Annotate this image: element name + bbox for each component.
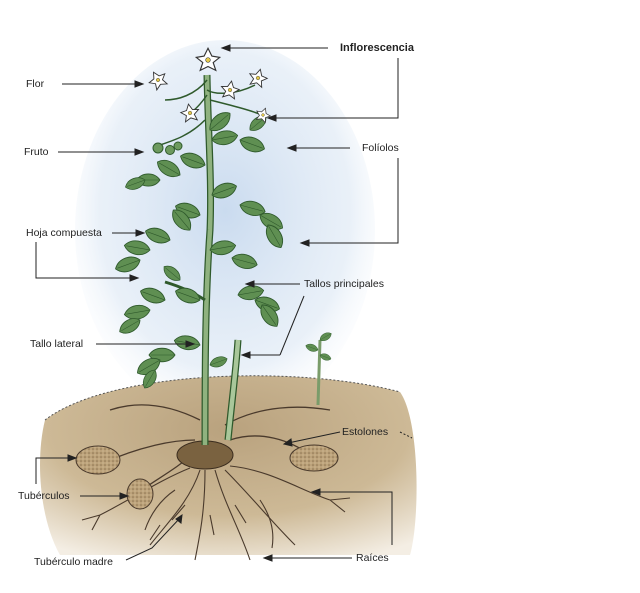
label-tallo-lateral: Tallo lateral <box>30 338 83 350</box>
tuber-left <box>76 446 120 474</box>
tuber-right <box>290 445 338 471</box>
label-tuberculo-madre: Tubérculo madre <box>34 556 113 568</box>
label-raices: Raíces <box>356 552 389 564</box>
label-fruto: Fruto <box>24 146 49 158</box>
label-inflorescencia: Inflorescencia <box>340 42 414 54</box>
label-estolones: Estolones <box>342 426 388 438</box>
label-tallos-principales: Tallos principales <box>304 278 384 290</box>
mother-tuber <box>177 441 233 469</box>
fruit <box>153 143 163 153</box>
label-foliolos: Folíolos <box>362 142 399 154</box>
label-tuberculos: Tubérculos <box>18 490 70 502</box>
tuber-small <box>127 479 153 509</box>
label-flor: Flor <box>26 78 44 90</box>
label-hoja-compuesta: Hoja compuesta <box>26 227 102 239</box>
